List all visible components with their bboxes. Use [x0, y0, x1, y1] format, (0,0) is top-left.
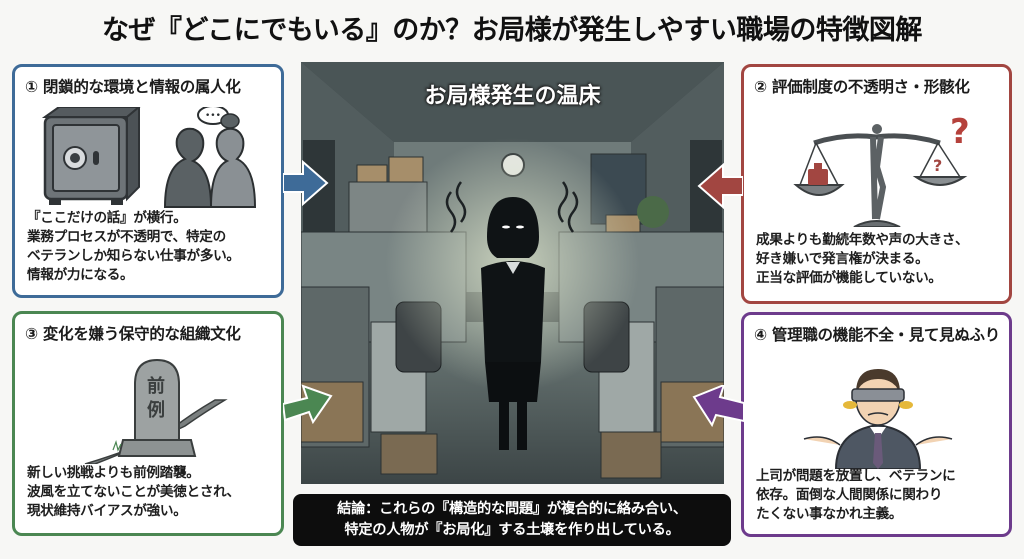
balance-scale-illustration: ? ? [793, 112, 970, 227]
page-title: なぜ『どこにでもいる』のか？お局様が発生しやすい職場の特徴図解 [102, 15, 922, 46]
silhouette-figure [481, 197, 545, 450]
gravestone-icon: 前 例 [117, 358, 197, 457]
svg-text:例: 例 [147, 399, 165, 421]
card-body: 新しい挑戦よりも前例踏襲。 波風を立てないことが美徳とされ、 現状維持バイアスが… [27, 465, 240, 519]
central-office-scene: お局様発生の温床 [301, 62, 724, 484]
card-heading: ③ 変化を嫌う保守的な組織文化 [25, 325, 241, 343]
card-body: 『ここだけの話』が横行。 業務プロセスが不透明で、特定の ベテランしか知らない仕… [27, 210, 240, 283]
conclusion-banner: 結論：これらの『構造的な問題』が複合的に絡み合い、 特定の人物が『お局化』する土… [293, 494, 731, 546]
arrow-left-red-icon [697, 163, 743, 209]
svg-text:前: 前 [147, 375, 165, 397]
card-body: 上司が問題を放置し、ベテランに 依存。面倒な人間関係に関わり たくない事なかれ主… [756, 468, 956, 522]
svg-text:?: ? [933, 156, 942, 175]
conclusion-line: 特定の人物が『お局化』する土壌を作り出している。 [344, 522, 680, 538]
card-closed-environment: ① 閉鎖的な環境と情報の属人化 ••• 『ここだけの話』が横行。 業務プロセスが… [12, 64, 284, 298]
arrow-up-right-green-icon [283, 384, 333, 425]
card-heading: ④ 管理職の機能不全・見て見ぬふり [754, 326, 1000, 344]
safe-and-whisper-illustration: ••• [41, 107, 257, 208]
card-heading: ① 閉鎖的な環境と情報の属人化 [25, 78, 241, 96]
card-evaluation-opacity: ② 評価制度の不透明さ・形骸化 ? ? 成果よりも勤続年数や声の大きさ、 好き嫌… [741, 64, 1012, 304]
gravestone-illustration: 前 例 [84, 358, 228, 464]
arrow-right-blue-icon [283, 160, 329, 206]
office-scene-illustration [301, 62, 724, 484]
safe-icon [41, 107, 141, 205]
speech-bubble-icon: ••• [197, 107, 240, 129]
blindfolded-manager-illustration [803, 369, 953, 469]
scene-title: お局様発生の温床 [424, 84, 601, 109]
svg-text:•••: ••• [205, 111, 221, 121]
balance-scale-icon: ? [793, 124, 968, 227]
whispering-people-icon [163, 127, 257, 208]
arrow-up-left-purple-icon [692, 385, 744, 428]
conclusion-line: 結論：これらの『構造的な問題』が複合的に絡み合い、 [337, 501, 687, 517]
blindfolded-manager-icon [803, 369, 953, 469]
question-mark-icon: ? [950, 112, 970, 152]
card-body: 成果よりも勤続年数や声の大きさ、 好き嫌いで発言権が決まる。 正当な評価が機能し… [756, 232, 969, 286]
card-conservative-culture: ③ 変化を嫌う保守的な組織文化 前 例 新しい挑戦よりも前例踏襲。 波風を立てな… [12, 311, 284, 536]
card-management-failure: ④ 管理職の機能不全・見て見ぬふり 上司が問題を放置し、ベテランに 依存。面倒な… [741, 312, 1012, 537]
card-heading: ② 評価制度の不透明さ・形骸化 [754, 78, 970, 96]
